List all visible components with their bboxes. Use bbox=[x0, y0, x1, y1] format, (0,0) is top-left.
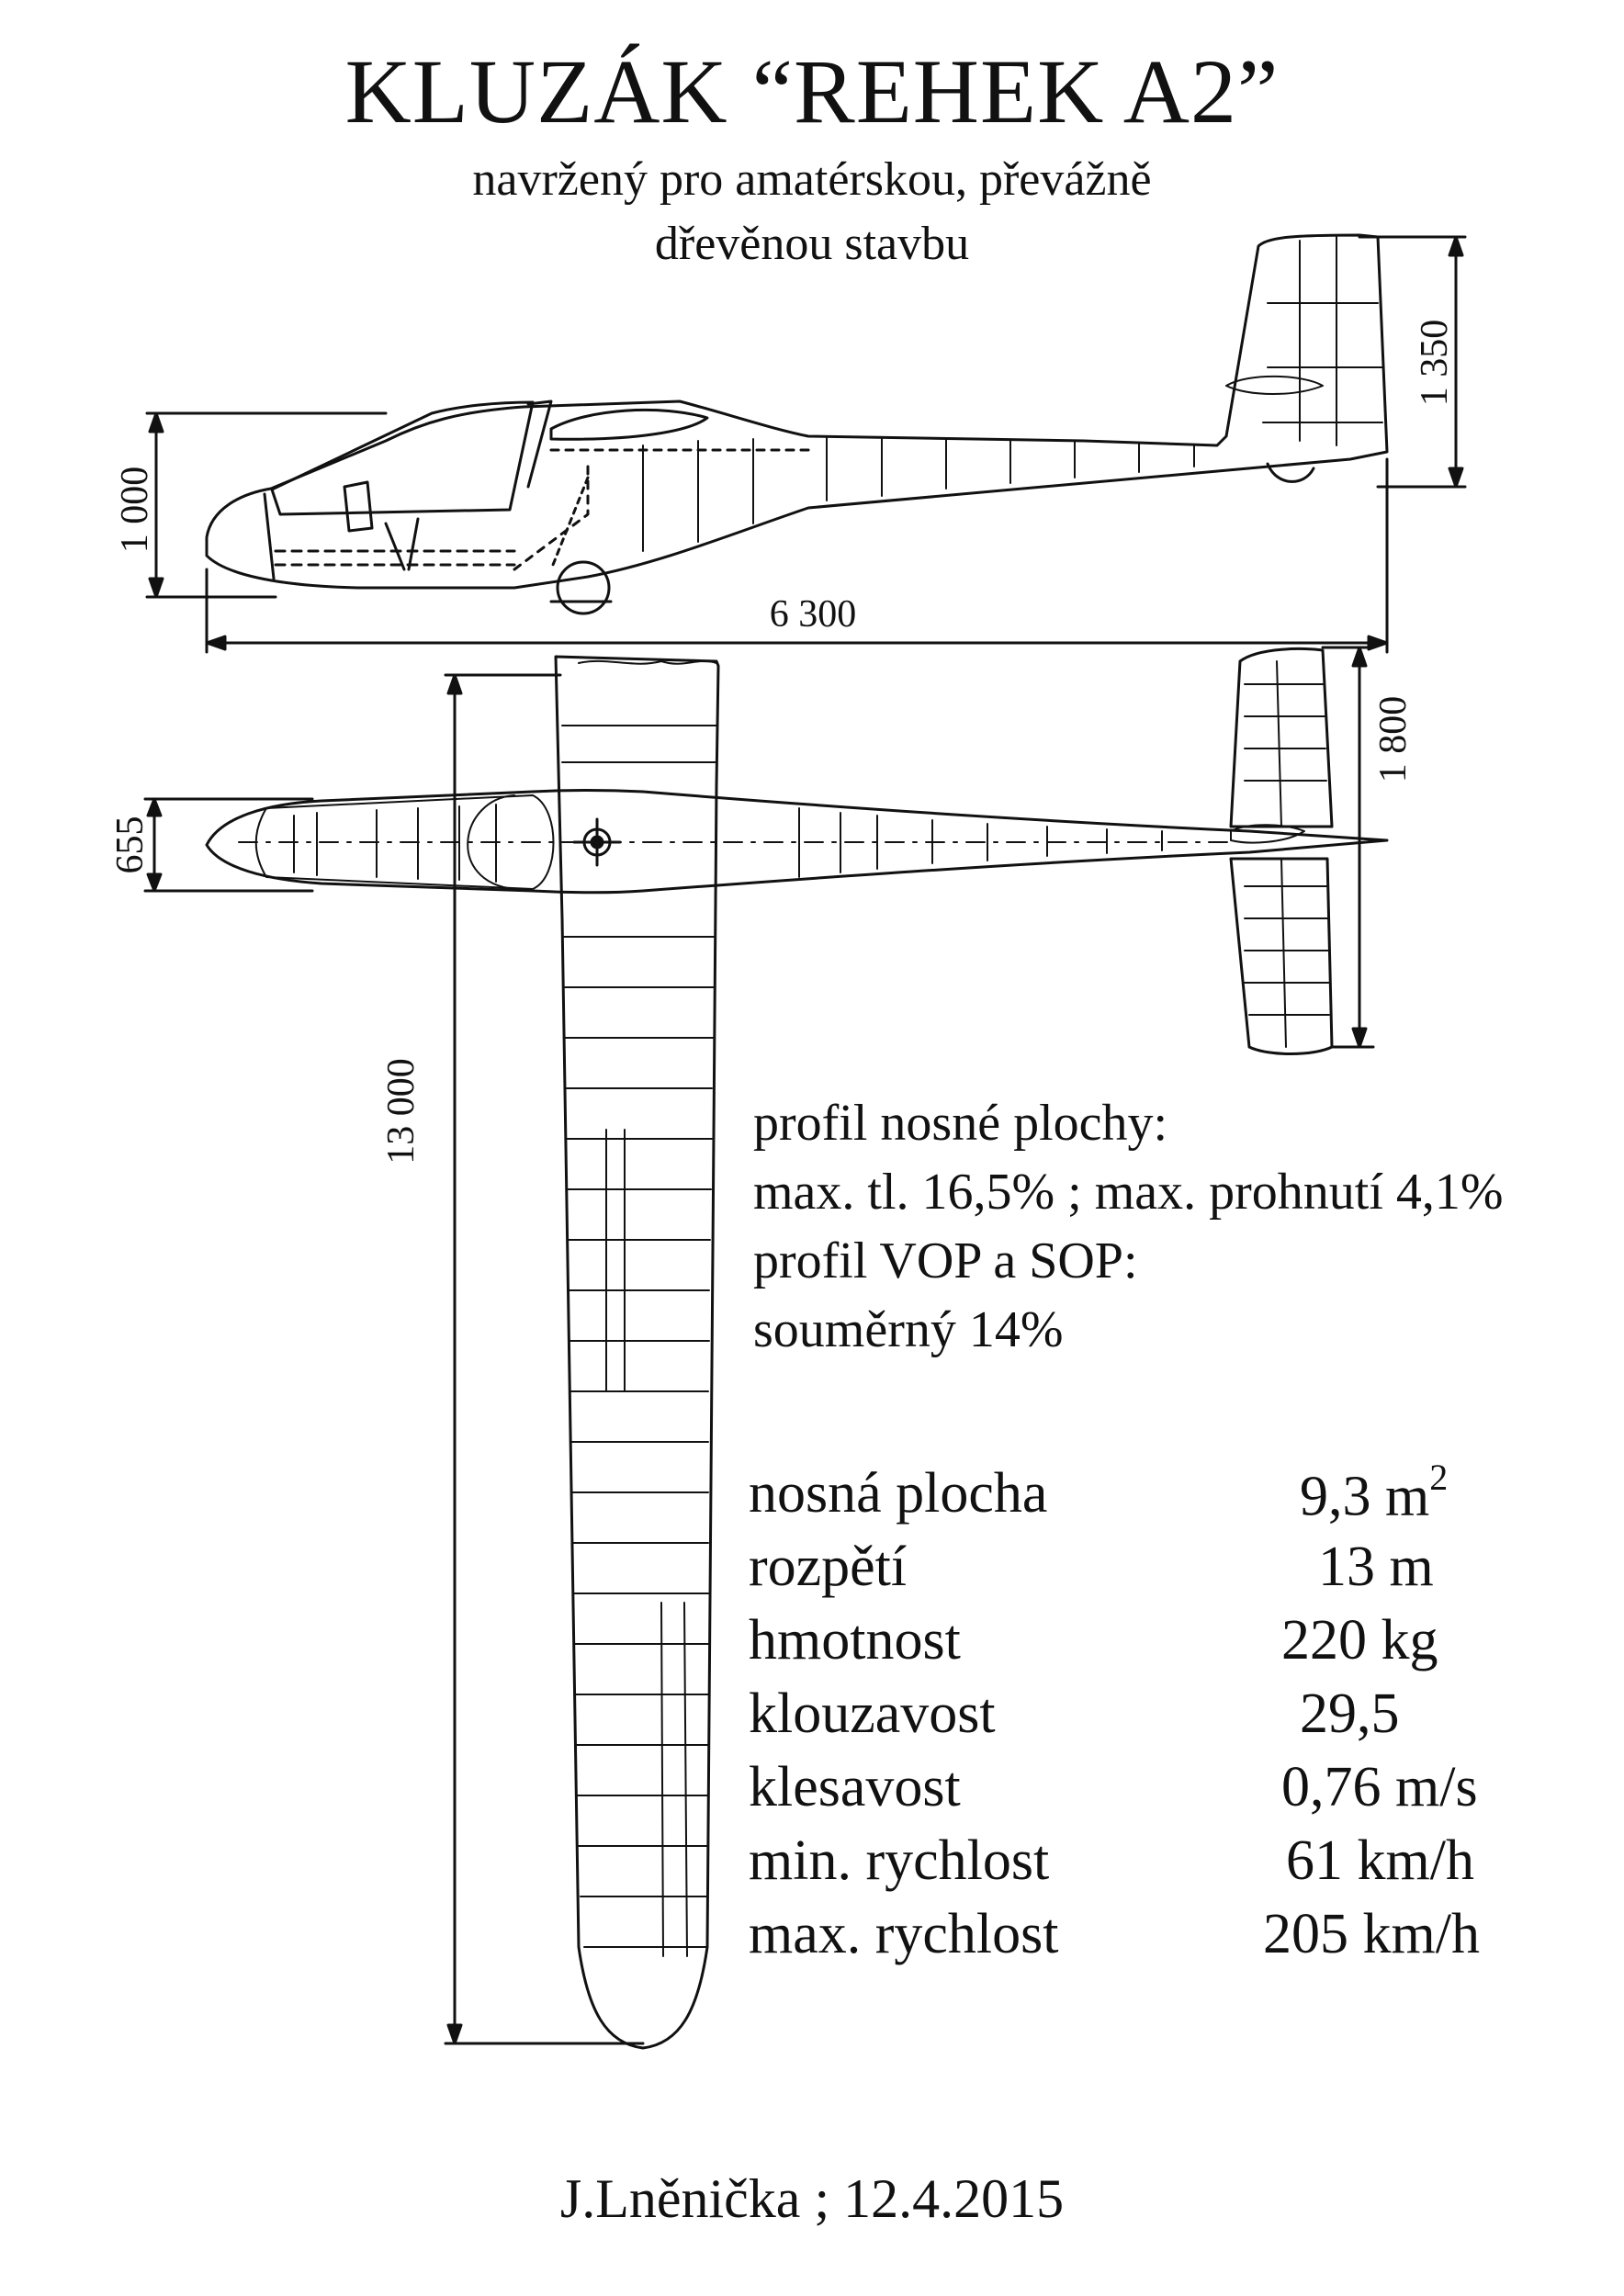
spec-value-max-speed: 205 km/h bbox=[1263, 1903, 1480, 1965]
dim-height-label: 1 000 bbox=[114, 467, 156, 554]
top-wing-aileron bbox=[660, 1602, 688, 1957]
profile-note-line-3: profil VOP a SOP: bbox=[753, 1232, 1138, 1289]
spec-value-mass: 220 kg bbox=[1281, 1609, 1438, 1671]
drawing-title: KLUZÁK “REHEK A2” bbox=[344, 40, 1280, 142]
spec-value-wingspan: 13 m bbox=[1318, 1536, 1434, 1598]
top-wing-ribs bbox=[561, 725, 717, 1948]
spec-value-min-speed: 61 km/h bbox=[1286, 1829, 1474, 1892]
subtitle-line-2: dřevěnou stavbu bbox=[654, 218, 970, 270]
side-nose-line bbox=[263, 492, 276, 580]
side-wing-root bbox=[549, 408, 709, 441]
side-landing-wheel bbox=[556, 560, 611, 615]
side-cockpit-lines bbox=[274, 549, 516, 567]
side-frames bbox=[642, 437, 1195, 552]
dim-fuselage-width-line bbox=[143, 797, 314, 893]
profile-note-line-1: profil nosné plochy: bbox=[753, 1095, 1168, 1152]
side-fuselage-outline bbox=[205, 233, 1389, 590]
dim-wingspan-label: 13 000 bbox=[380, 1058, 423, 1165]
author-signature: J.Lněnička ; 12.4.2015 bbox=[559, 2168, 1065, 2229]
dim-length-line bbox=[205, 457, 1389, 654]
subtitle-line-1: navržený pro amatérskou, převážně bbox=[472, 153, 1152, 206]
top-view: 655 1 800 13 000 bbox=[109, 646, 1415, 2050]
spec-label-wingspan: rozpětí bbox=[749, 1536, 908, 1598]
dim-length-label: 6 300 bbox=[770, 593, 857, 636]
spec-value-glide-ratio: 29,5 bbox=[1300, 1683, 1400, 1745]
side-view: 1 000 6 300 1 350 bbox=[114, 233, 1467, 654]
spec-label-glide-ratio: klouzavost bbox=[749, 1683, 996, 1745]
dim-tailplane-span-line bbox=[1321, 646, 1375, 1049]
unit-superscript: 2 bbox=[1429, 1457, 1449, 1498]
side-fin-ribs bbox=[1262, 236, 1383, 446]
profile-note-line-2: max. tl. 16,5% ; max. prohnutí 4,1% bbox=[753, 1164, 1504, 1221]
dim-fuselage-width-label: 655 bbox=[109, 816, 152, 874]
spec-value-sink-rate: 0,76 m/s bbox=[1281, 1756, 1478, 1818]
spec-value-wing-area: 9,3 m2 bbox=[1300, 1457, 1449, 1528]
spec-label-wing-area: nosná plocha bbox=[749, 1462, 1048, 1525]
top-wing-spar bbox=[605, 1129, 626, 1392]
dim-tailplane-span-label: 1 800 bbox=[1372, 696, 1415, 783]
spec-label-min-speed: min. rychlost bbox=[749, 1829, 1050, 1892]
dim-height-line bbox=[145, 411, 388, 599]
dim-wingspan-line bbox=[444, 673, 645, 2045]
top-canopy bbox=[254, 794, 555, 890]
top-fuselage-outline bbox=[205, 789, 1389, 895]
top-tailplane-ribs bbox=[1244, 660, 1330, 1048]
side-canopy bbox=[270, 400, 535, 516]
spec-label-max-speed: max. rychlost bbox=[749, 1903, 1059, 1965]
spec-label-sink-rate: klesavost bbox=[749, 1756, 961, 1818]
profile-note-line-4: souměrný 14% bbox=[753, 1301, 1064, 1358]
dim-tail-height-line bbox=[1358, 235, 1467, 489]
top-wing-outline bbox=[554, 655, 720, 2050]
dim-tail-height-label: 1 350 bbox=[1414, 320, 1456, 407]
spec-label-mass: hmotnost bbox=[749, 1609, 961, 1671]
